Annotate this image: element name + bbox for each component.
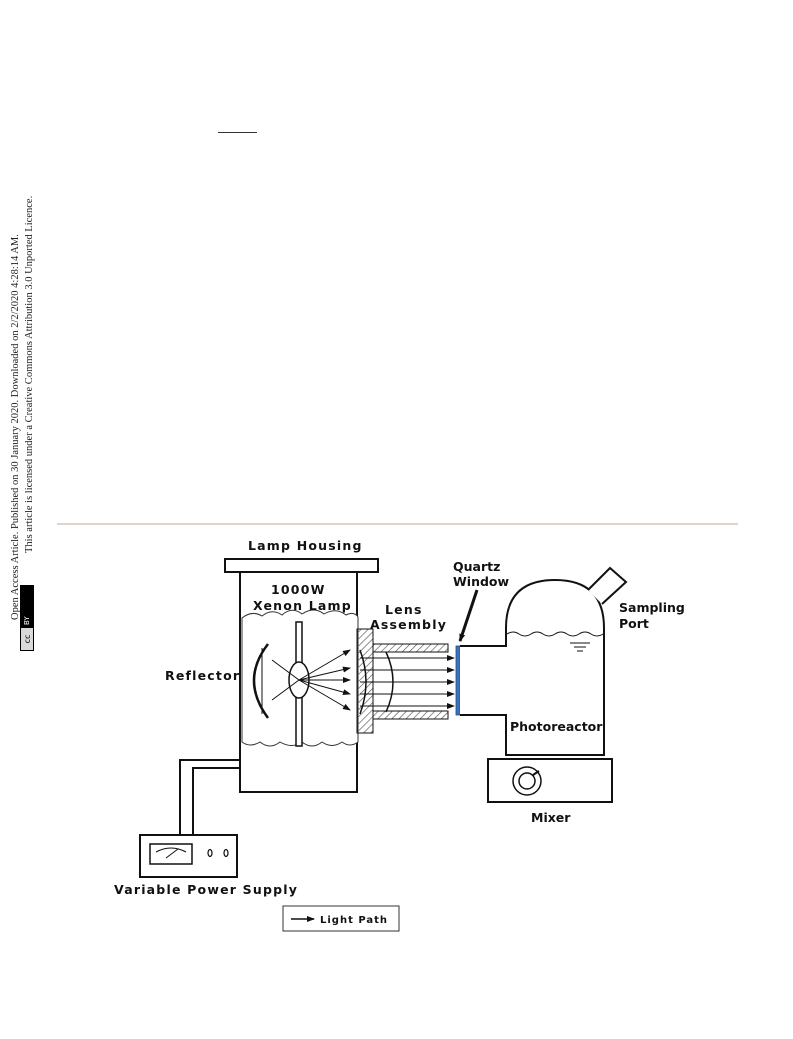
label-port: Port — [619, 616, 649, 631]
label-lamp-power: 1000W — [271, 582, 326, 597]
label-xenon-lamp: Xenon Lamp — [253, 598, 352, 613]
parallel-light-rays — [360, 655, 455, 709]
label-mixer: Mixer — [531, 810, 571, 825]
legend-label: Light Path — [320, 915, 388, 926]
top-rule — [218, 132, 257, 133]
reflector-mirror — [252, 643, 270, 719]
knob-icon — [207, 848, 213, 858]
lamp-housing — [224, 558, 379, 793]
label-reflector: Reflector — [165, 668, 240, 683]
photoreactor-vessel — [460, 566, 628, 756]
label-sampling: Sampling — [619, 600, 685, 615]
liquid-surface — [506, 631, 604, 637]
lens-assembly — [356, 628, 455, 734]
label-photoreactor: Photoreactor — [510, 719, 603, 734]
label-lens: Lens — [385, 602, 423, 617]
power-cables — [179, 759, 240, 835]
label-lamp-housing: Lamp Housing — [248, 538, 363, 553]
quartz-pointer-arrow — [458, 589, 479, 642]
variable-power-supply — [139, 834, 238, 878]
quartz-window — [455, 645, 461, 716]
label-power-supply: Variable Power Supply — [114, 882, 298, 897]
legend: Light Path — [282, 905, 400, 932]
label-quartz: Quartz — [453, 559, 500, 574]
magnetic-mixer — [487, 758, 613, 803]
label-window: Window — [453, 574, 510, 589]
section-divider — [57, 523, 738, 525]
label-assembly: Assembly — [370, 617, 447, 632]
knob-icon — [223, 848, 229, 858]
